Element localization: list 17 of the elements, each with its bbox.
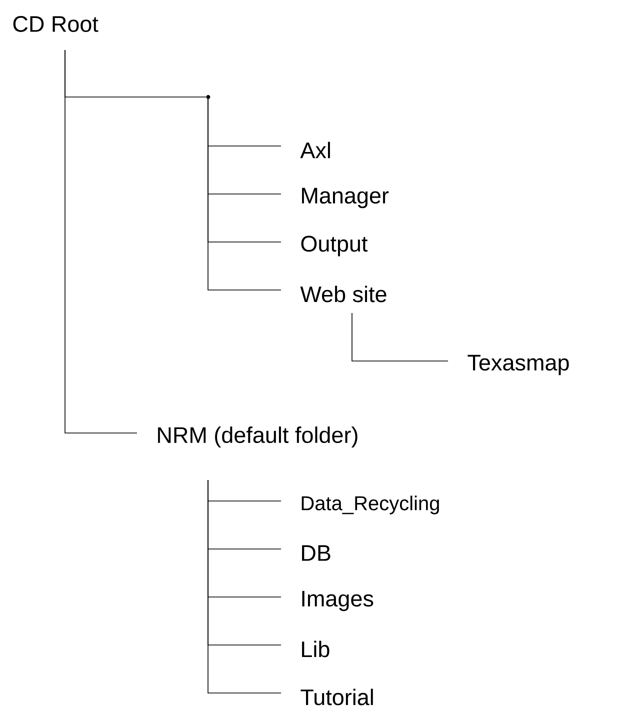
connector-line (352, 312, 448, 362)
folder-label: DB (302, 545, 330, 561)
folder-label: Texasmap (468, 354, 569, 376)
folder-label: NRM (default folder) (158, 426, 358, 448)
folder-label: Lib (302, 640, 330, 658)
folder-label: Manager (302, 188, 389, 208)
folder-label: Tutorial (300, 688, 373, 706)
connector-line (64, 50, 138, 434)
folder-label: Axl (300, 142, 330, 158)
connector-line (208, 96, 282, 290)
folder-label: Web site (300, 286, 386, 302)
junction-point (206, 95, 210, 99)
connector-line (208, 480, 282, 694)
folder-label: Data_Recycling (302, 496, 439, 514)
folder-label: CD Root (13, 16, 98, 32)
folder-label: Images (302, 590, 374, 612)
folder-label: Output (301, 236, 368, 256)
